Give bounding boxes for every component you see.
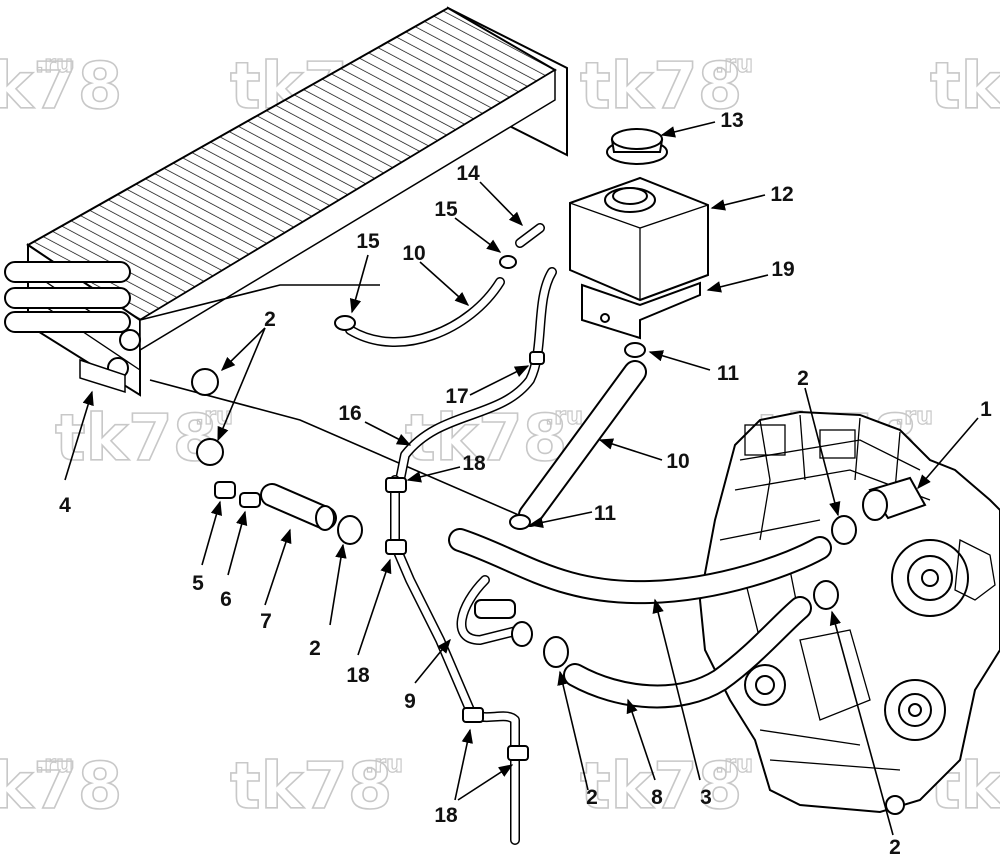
- watermark-suffix: .ru: [195, 402, 233, 430]
- filler-cap: [606, 128, 668, 165]
- callout-label: 18: [346, 664, 370, 687]
- callout-label: 16: [338, 402, 361, 425]
- hose-10-lower: [518, 360, 647, 527]
- watermark-suffix: .ru: [35, 50, 73, 78]
- watermark-text: tk78: [0, 750, 122, 824]
- callout-label: 13: [720, 109, 743, 132]
- thermostat-housing: [862, 476, 927, 521]
- watermark-text: tk78: [580, 50, 742, 124]
- watermark-text: tk78: [580, 750, 742, 824]
- watermark-suffix: .ru: [35, 750, 73, 778]
- callout-label: 6: [220, 588, 232, 611]
- watermark-suffix: .ru: [545, 402, 583, 430]
- callout-label: 2: [309, 637, 321, 660]
- watermark: tk78 .ru: [0, 749, 123, 825]
- watermark-group: tk78 .ru tk78 .ru tk78 .ru tk78 tk78 .ru…: [0, 49, 1000, 825]
- engine-block: [698, 410, 1000, 815]
- callout-label: 2: [797, 367, 809, 390]
- watermark: tk78 .ru: [579, 749, 753, 825]
- callout-label: 1: [980, 398, 992, 421]
- watermark-suffix: .ru: [895, 402, 933, 430]
- callout-label: 12: [770, 183, 793, 206]
- fitting-6: [239, 492, 261, 508]
- callout-label: 18: [462, 452, 486, 475]
- watermark-text: tk78: [230, 750, 392, 824]
- callout-label: 11: [717, 362, 740, 385]
- callout-label: 2: [586, 786, 598, 809]
- pipe-9: [456, 575, 533, 647]
- watermark-text: tk78: [55, 402, 217, 476]
- watermark: tk78: [929, 49, 1000, 125]
- hose-3: [448, 528, 832, 605]
- callout-label: 18: [434, 804, 458, 827]
- leader-lines: [64, 121, 979, 836]
- hose-10-upper: [345, 277, 505, 347]
- watermark-suffix: .ru: [715, 750, 753, 778]
- callout-label: 5: [192, 572, 204, 595]
- callout-label: 11: [594, 502, 617, 525]
- callout-labels: 1 2 2 2 2 2 3 4 5 6 7 8 9 10 10 11 11 12…: [59, 109, 992, 858]
- watermark: tk78 .ru: [579, 49, 753, 125]
- hose-8: [563, 596, 812, 709]
- heater-core: [4, 6, 568, 521]
- callout-label: 8: [651, 786, 663, 809]
- callout-label: 2: [889, 836, 901, 858]
- watermark: tk78 .ru: [54, 401, 233, 477]
- watermark-suffix: .ru: [365, 750, 403, 778]
- watermark-suffix: .ru: [715, 50, 753, 78]
- callout-label: 17: [445, 385, 468, 408]
- heater-tubes: [4, 261, 141, 379]
- hose-7: [260, 483, 337, 531]
- callout-label: 19: [771, 258, 794, 281]
- callout-label: 10: [402, 242, 425, 265]
- watermark-text: tk78: [930, 50, 1000, 124]
- fitting-5: [214, 481, 236, 499]
- callout-label: 15: [356, 230, 380, 253]
- tube-17: [395, 267, 557, 485]
- expansion-tank: [569, 176, 709, 302]
- tank-bracket: [581, 281, 701, 340]
- clamps: [191, 255, 857, 668]
- callout-label: 10: [666, 450, 689, 473]
- elbow-14: [515, 223, 545, 248]
- callout-label: 7: [260, 610, 272, 633]
- callout-label: 15: [434, 198, 458, 221]
- callout-label: 14: [456, 162, 480, 185]
- watermark-text: tk78: [0, 50, 122, 124]
- callout-label: 3: [700, 786, 712, 809]
- watermark: tk78 .ru: [229, 749, 403, 825]
- clips-18: [385, 351, 545, 761]
- callout-label: 4: [59, 494, 71, 517]
- callout-label: 9: [404, 690, 416, 713]
- watermark: tk78 .ru: [0, 49, 123, 125]
- callout-label: 2: [264, 308, 276, 331]
